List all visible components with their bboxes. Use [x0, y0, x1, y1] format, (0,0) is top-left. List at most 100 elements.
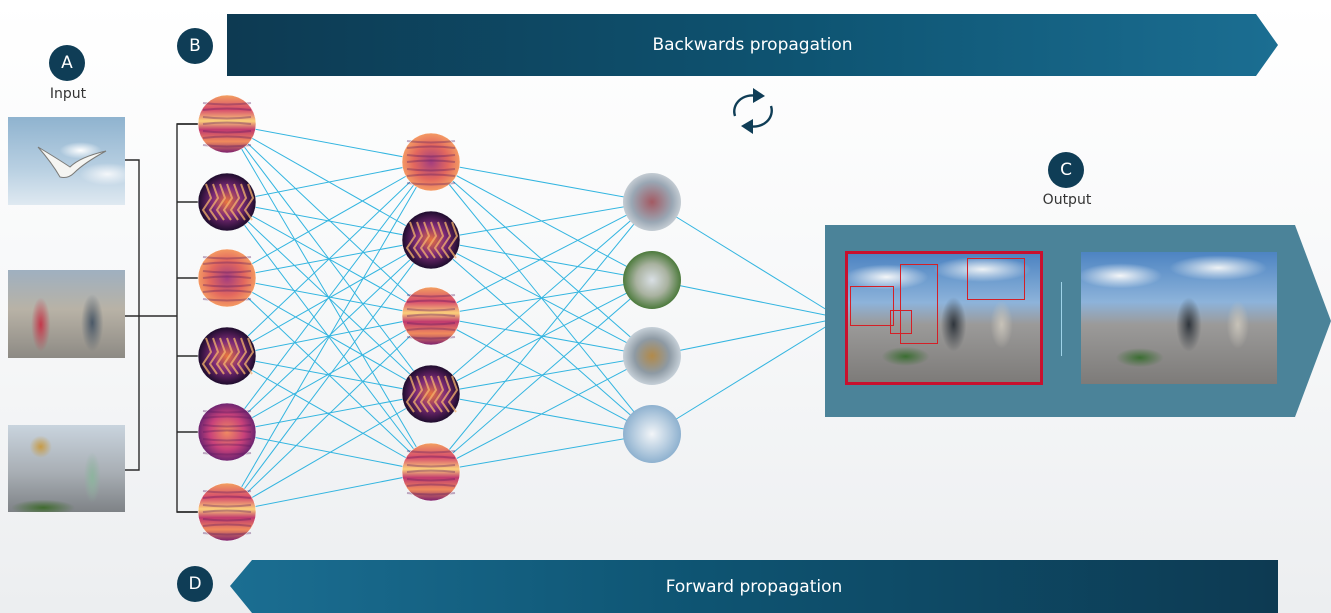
spectrogram-texture	[202, 523, 252, 527]
spectrogram-texture	[201, 337, 213, 375]
output-connection-line	[651, 317, 841, 435]
neuron-spectrogram-warm-speckle	[401, 132, 461, 192]
spectrogram-texture	[405, 375, 417, 413]
spectrogram-texture	[426, 375, 438, 413]
spectrogram-texture	[202, 438, 252, 442]
connection-line	[430, 201, 653, 317]
detection-box	[850, 286, 894, 326]
spectrogram-texture	[202, 121, 252, 125]
connection-line	[430, 433, 653, 473]
connection-line	[226, 161, 432, 279]
detection-box	[967, 258, 1025, 300]
spectrogram-texture	[202, 284, 252, 288]
spectrogram-texture	[202, 518, 252, 522]
connection-line	[430, 279, 653, 473]
neuron-photo-brass-player	[623, 327, 681, 385]
neuron-spectrogram-dark-zigzag	[401, 210, 461, 270]
spectrogram-texture	[243, 183, 255, 221]
spectrogram-texture	[201, 183, 213, 221]
spectrogram-texture	[426, 221, 438, 259]
marker-c: C	[1048, 152, 1084, 188]
spectrogram-texture	[406, 159, 456, 163]
spectrogram-texture	[406, 145, 456, 149]
spectrogram-texture	[202, 256, 252, 260]
spectrogram-texture	[202, 509, 252, 513]
spectrogram-texture	[447, 221, 459, 259]
connection-line	[226, 161, 432, 513]
spectrogram-texture	[215, 337, 227, 375]
connection-line	[430, 201, 653, 473]
spectrogram-texture	[419, 221, 431, 259]
seagull-icon	[37, 146, 107, 178]
spectrogram-texture	[222, 337, 234, 375]
spectrogram-texture	[202, 135, 252, 139]
connection-line	[226, 161, 432, 357]
backwards-propagation-banner: Backwards propagation	[227, 14, 1278, 76]
spectrogram-texture	[433, 375, 445, 413]
connection-line	[430, 239, 653, 281]
spectrogram-texture	[202, 424, 252, 428]
spectrogram-texture	[412, 375, 424, 413]
spectrogram-texture	[440, 221, 452, 259]
input-image-brass-band	[8, 425, 125, 512]
connection-line	[226, 239, 432, 433]
spectrogram-texture	[419, 375, 431, 413]
spectrogram-texture	[202, 410, 252, 414]
spectrogram-texture	[406, 492, 456, 496]
spectrogram-texture	[406, 322, 456, 326]
neuron-outline	[197, 94, 257, 154]
neuron-spectrogram-horizontal-bands	[197, 482, 257, 542]
spectrogram-texture	[215, 183, 227, 221]
spectrogram-texture	[202, 429, 252, 433]
spectrogram-texture	[202, 443, 252, 447]
spectrogram-texture	[202, 415, 252, 419]
connection-line	[430, 201, 653, 241]
layer-bracket-left	[176, 123, 198, 513]
detection-box	[890, 310, 912, 334]
connection-line	[226, 161, 432, 433]
neuron-outline	[197, 172, 257, 232]
spectrogram-texture	[406, 173, 456, 177]
input-bracket-right	[125, 159, 140, 471]
output-image-annotated	[845, 251, 1043, 385]
spectrogram-texture	[406, 450, 456, 454]
spectrogram-texture	[433, 221, 445, 259]
connection-line	[226, 123, 432, 163]
neuron-outline	[401, 442, 461, 502]
spectrogram-texture	[202, 130, 252, 134]
spectrogram-texture	[202, 144, 252, 148]
connection-line	[430, 201, 653, 395]
spectrogram-texture	[202, 261, 252, 265]
spectrogram-texture	[440, 375, 452, 413]
spectrogram-texture	[202, 289, 252, 293]
connection-line	[430, 315, 653, 357]
spectrogram-texture	[406, 483, 456, 487]
neuron-spectrogram-magenta-noise	[197, 402, 257, 462]
output-connection-line	[651, 279, 841, 319]
marker-a: A	[49, 45, 85, 81]
neuron-spectrogram-dark-waveform	[197, 326, 257, 386]
neuron-spectrogram-horizontal-bands	[401, 286, 461, 346]
neuron-outline	[401, 210, 461, 270]
neuron-outline	[401, 286, 461, 346]
neuron-photo-dancers	[623, 173, 681, 231]
connection-line	[430, 355, 653, 395]
spectrogram-texture	[447, 375, 459, 413]
spectrogram-texture	[406, 469, 456, 473]
backwards-propagation-label: Backwards propagation	[652, 35, 853, 55]
spectrogram-texture	[406, 168, 456, 172]
connection-line	[226, 393, 432, 433]
neuron-spectrogram-horizontal-bands	[197, 94, 257, 154]
spectrogram-texture	[202, 275, 252, 279]
spectrogram-texture	[202, 495, 252, 499]
output-caption: Output	[1042, 192, 1092, 208]
spectrogram-texture	[202, 270, 252, 274]
spectrogram-texture	[202, 452, 252, 456]
neuron-photo-seagull	[623, 405, 681, 463]
spectrogram-texture	[202, 107, 252, 111]
spectrogram-texture	[406, 327, 456, 331]
neuron-outline	[401, 364, 461, 424]
spectrogram-texture	[208, 337, 220, 375]
input-image-dancers	[8, 270, 125, 358]
panel-divider	[1061, 282, 1062, 356]
